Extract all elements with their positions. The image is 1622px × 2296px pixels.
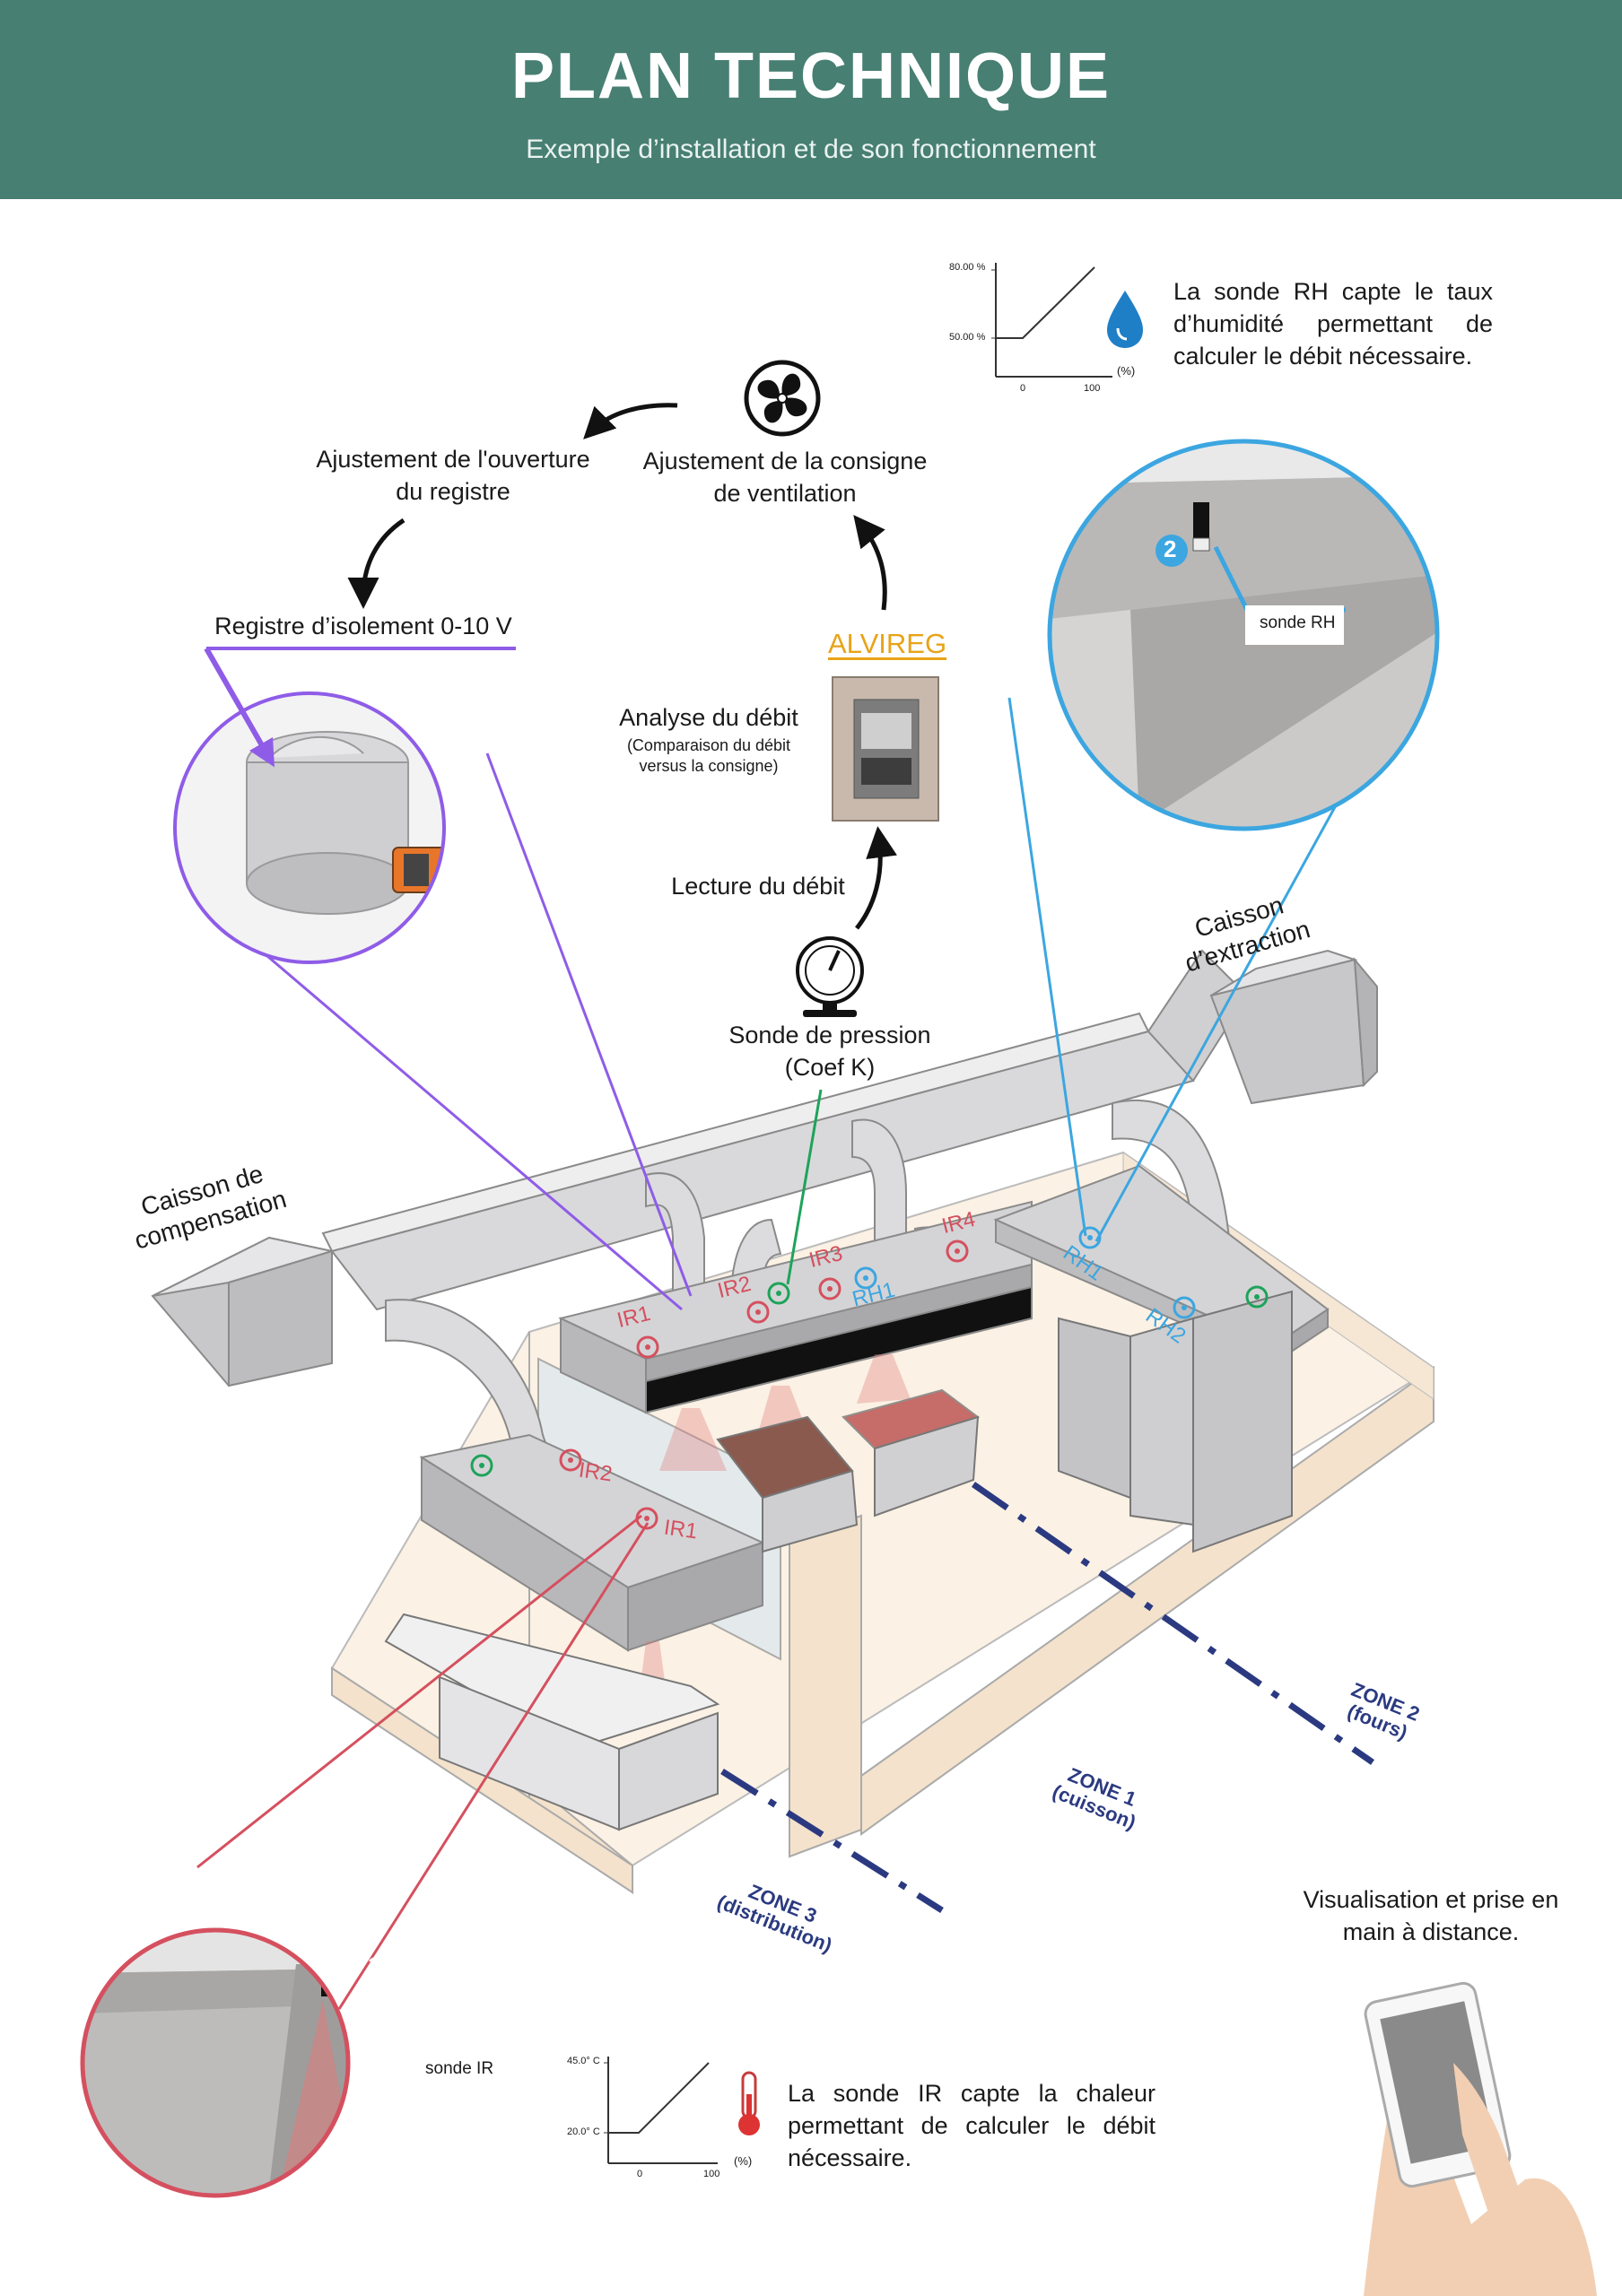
sensor-markers [470,1226,1269,1530]
page-subtitle: Exemple d’installation et de son fonctio… [526,135,1096,164]
ir-graph-xunit: (%) [734,2154,753,2168]
ir-graph-ytick-top: 45.0° C [567,2056,600,2066]
fan-icon [744,360,821,437]
header-banner: PLAN TECHNIQUE Exemple d’installation et… [0,0,1622,199]
smartphone-hand-icon [1364,1981,1597,2296]
flow-arrows [347,403,897,930]
pressure-gauge-icon [796,936,864,1017]
rh-graph-xtick-0: 0 [1020,383,1026,394]
alvireg-controller [832,676,939,822]
page-title: PLAN TECHNIQUE [510,40,1112,112]
ir-graph-ytick-bottom: 20.0° C [567,2126,600,2137]
ir-graph [604,2057,718,2164]
ir-graph-xtick-100: 100 [703,2169,720,2179]
registre-label: Registre d’isolement 0-10 V [214,613,512,639]
rh-graph-xtick-100: 100 [1084,383,1101,394]
sensor-ir1-left: IR1 [662,1515,700,1544]
water-drop-icon [1107,291,1143,348]
sensor-ir2-left: IR2 [577,1457,615,1487]
hoods [419,1164,1330,1652]
zoom-connectors [196,697,1347,2010]
rh-zoom [1047,439,1440,831]
analyse-label: Analyse du débit [619,704,798,731]
alvireg-link[interactable]: ALVIREG [828,628,947,659]
lecture-label: Lecture du débit [671,873,845,900]
zone-boundaries [720,1482,1375,1913]
cooking-equipment [384,1290,1293,1831]
sonde-pression-label: Sonde de pression (Coef K) [728,1022,931,1081]
ir-callout-label: sonde IR [425,2059,494,2078]
rh-info-text: La sonde RH capte le taux d’humidité per… [1173,278,1493,370]
thermometer-icon [738,2071,760,2135]
rh-graph [991,263,1112,378]
ir-info-text: La sonde IR capte la chaleur permettant … [788,2080,1155,2171]
ir-callout-number: 1 [368,1953,380,1978]
ir-graph-xtick-0: 0 [637,2169,643,2179]
rh-graph-ytick-bottom: 50.00 % [949,332,986,343]
ventilation-adjust-label: Ajustement de la consigne de ventilation [642,448,928,507]
rh-callout-number: 2 [1164,535,1177,562]
registre-zoom [173,647,516,964]
rh-callout-label: sonde RH [1260,613,1336,632]
registre-adjust-label: Ajustement de l'ouverture du registre [316,446,590,505]
remote-access-text: Visualisation et prise en main à distanc… [1303,1886,1559,1945]
analyse-note: (Comparaison du débit versus la consigne… [626,736,791,775]
rh-graph-ytick-top: 80.00 % [949,262,986,273]
rh-graph-xunit: (%) [1117,364,1136,378]
